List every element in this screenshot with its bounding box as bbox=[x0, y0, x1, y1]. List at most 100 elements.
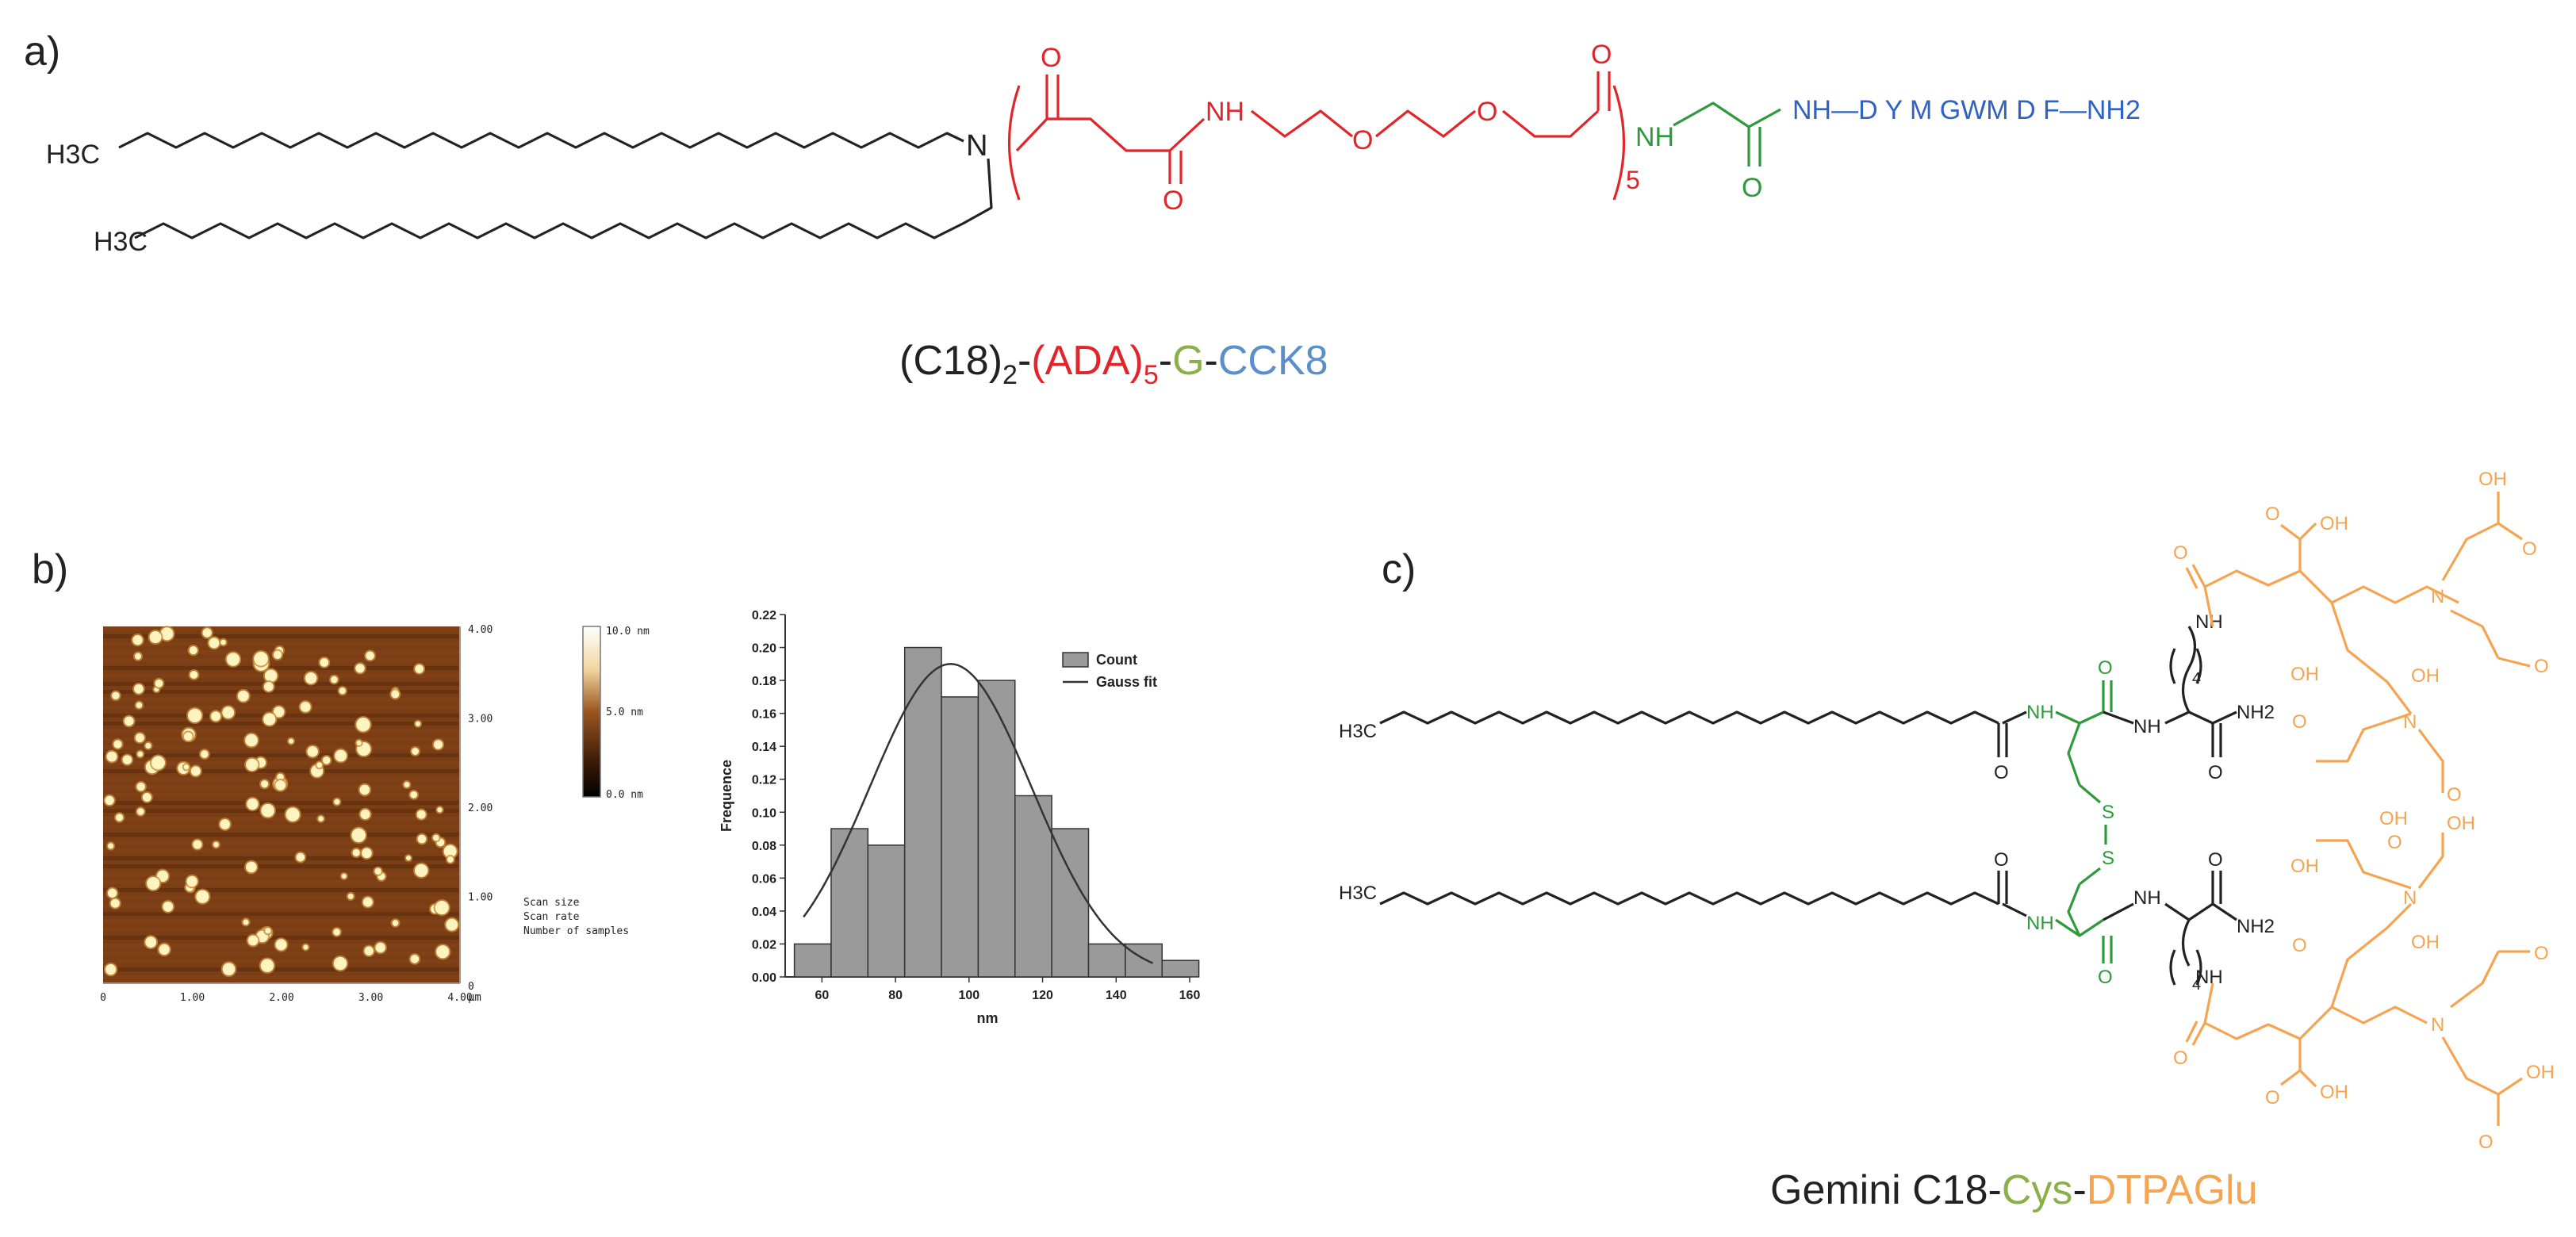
dtpa-o-12: O bbox=[2387, 832, 2402, 853]
afm-particle-core bbox=[187, 708, 202, 723]
afm-particle-core bbox=[247, 798, 259, 810]
afm-particle-core bbox=[254, 651, 268, 666]
afm-particles bbox=[103, 626, 460, 978]
gemini-cys-nh-2: NH bbox=[2026, 913, 2054, 934]
afm-particle-core bbox=[124, 716, 134, 726]
afm-particle-core bbox=[375, 942, 385, 953]
dtpa-oh-3: OH bbox=[2411, 665, 2440, 687]
dtpa-o-4: O bbox=[2534, 656, 2549, 677]
cck8-peptide-sequence: NH—D Y M GWM D F—NH2 bbox=[1792, 95, 2141, 125]
alkyl-chain-2 bbox=[134, 158, 993, 239]
gemini-side-nh-2: NH bbox=[2195, 967, 2223, 988]
afm-particle-core bbox=[113, 740, 122, 749]
afm-particle-core bbox=[410, 791, 418, 798]
afm-particle-core bbox=[305, 672, 317, 684]
afm-particle-core bbox=[159, 944, 170, 956]
dtpa-o-2: O bbox=[2265, 504, 2280, 525]
dtpa-oh-6: OH bbox=[2320, 1082, 2348, 1103]
afm-particle-core bbox=[265, 928, 271, 934]
afm-particle-core bbox=[222, 963, 236, 976]
afm-particle-core bbox=[446, 918, 458, 931]
repeat-count: 5 bbox=[1626, 166, 1640, 194]
afm-particle-core bbox=[261, 780, 269, 788]
gemini-alkyl-chain-2 bbox=[1379, 891, 1999, 906]
afm-particle-core bbox=[132, 634, 143, 645]
caption-a-cck8: CCK8 bbox=[1218, 338, 1328, 384]
afm-x-tick: 3.00 bbox=[358, 992, 383, 1004]
afm-particle-core bbox=[163, 902, 174, 912]
afm-unit: µm bbox=[468, 991, 481, 1004]
afm-particle-core bbox=[415, 721, 421, 726]
afm-particle-core bbox=[417, 834, 427, 844]
afm-particle-core bbox=[222, 707, 235, 718]
afm-particle-core bbox=[260, 959, 274, 973]
afm-particle-core bbox=[145, 742, 151, 749]
afm-particle-core bbox=[362, 897, 373, 907]
afm-particle-core bbox=[341, 873, 347, 879]
afm-particle-core bbox=[110, 898, 120, 908]
legend-count-label: Count bbox=[1096, 652, 1137, 668]
afm-particle-core bbox=[183, 732, 193, 741]
afm-particle-core bbox=[355, 664, 365, 673]
afm-particle-core bbox=[447, 856, 454, 863]
y-tick-label: 0.22 bbox=[752, 609, 776, 622]
afm-particle-core bbox=[190, 766, 201, 776]
dtpa-n-3: N bbox=[2431, 1014, 2444, 1036]
gemini-methylene-count-1: 4 bbox=[2192, 670, 2201, 687]
afm-particle-core bbox=[406, 855, 412, 861]
caption-a: (C18)2-(ADA)5-G-CCK8 bbox=[899, 338, 1328, 390]
afm-particle-core bbox=[360, 809, 370, 820]
afm-particle-core bbox=[263, 713, 276, 726]
afm-particle-core bbox=[105, 795, 114, 806]
caption-a-sub5: 5 bbox=[1144, 360, 1159, 390]
panel-label-b: b) bbox=[32, 546, 68, 592]
afm-y-tick: 3.00 bbox=[468, 714, 493, 726]
histogram-bar bbox=[867, 844, 906, 978]
ether-o-2: O bbox=[1477, 97, 1497, 127]
afm-scale-min: 0.0 nm bbox=[606, 789, 643, 801]
afm-particle-core bbox=[352, 848, 360, 857]
afm-particle-core bbox=[107, 888, 117, 898]
afm-x-tick: 2.00 bbox=[269, 992, 293, 1004]
afm-particle-core bbox=[220, 639, 226, 645]
carbonyl-o-2: O bbox=[1163, 186, 1183, 216]
afm-particle-core bbox=[330, 676, 338, 684]
dtpaglu-top: O O OH N OH O O OH N OH O OH O bbox=[2173, 469, 2549, 829]
dtpa-oh-7: OH bbox=[2526, 1062, 2555, 1083]
afm-particle-core bbox=[335, 749, 347, 762]
afm-particle-core bbox=[200, 750, 209, 758]
dtpa-oh-5: OH bbox=[2379, 808, 2408, 829]
afm-particle-core bbox=[392, 920, 399, 926]
afm-particle-core bbox=[220, 819, 231, 829]
afm-particle-core bbox=[351, 828, 366, 843]
histogram-bar bbox=[1161, 959, 1200, 978]
size-distribution-chart: 0.000.020.040.060.080.100.120.140.160.18… bbox=[719, 609, 1200, 1026]
gemini-lys-nh-1: NH bbox=[2133, 716, 2161, 737]
y-tick-label: 0.16 bbox=[752, 708, 776, 722]
afm-particle-core bbox=[134, 653, 142, 660]
afm-y-tick: 4.00 bbox=[468, 624, 493, 636]
afm-particle-core bbox=[112, 691, 120, 700]
gemini-alkyl-chain-1 bbox=[1379, 710, 1999, 725]
afm-particle-core bbox=[437, 807, 443, 813]
panel-c-structure: H3C O NH O S S NH O NH2 4 NH H3C O bbox=[1339, 469, 2555, 1153]
histogram-bar bbox=[977, 680, 1016, 978]
gemini-cys-o-1: O bbox=[2098, 657, 2113, 679]
dtpa-o-7: O bbox=[2173, 1047, 2188, 1069]
gemini-s-2: S bbox=[2102, 848, 2114, 869]
y-tick-label: 0.00 bbox=[752, 971, 776, 985]
caption-c-cys: Cys bbox=[2002, 1167, 2073, 1213]
x-tick-label: 140 bbox=[1106, 989, 1127, 1002]
x-tick-label: 160 bbox=[1179, 989, 1201, 1002]
x-tick-label: 100 bbox=[958, 989, 979, 1002]
dtpa-o-3: O bbox=[2522, 538, 2537, 560]
ether-o-1: O bbox=[1352, 125, 1373, 155]
afm-x-tick: 4.00 bbox=[447, 992, 472, 1004]
y-axis-label: Frequence bbox=[719, 760, 734, 832]
afm-particle-core bbox=[333, 929, 340, 936]
afm-y-tick: 0 bbox=[468, 981, 474, 993]
afm-particle-core bbox=[412, 748, 420, 755]
afm-particle-core bbox=[433, 740, 443, 749]
afm-particle-core bbox=[106, 751, 117, 762]
afm-scale-mid: 5.0 nm bbox=[606, 707, 643, 718]
